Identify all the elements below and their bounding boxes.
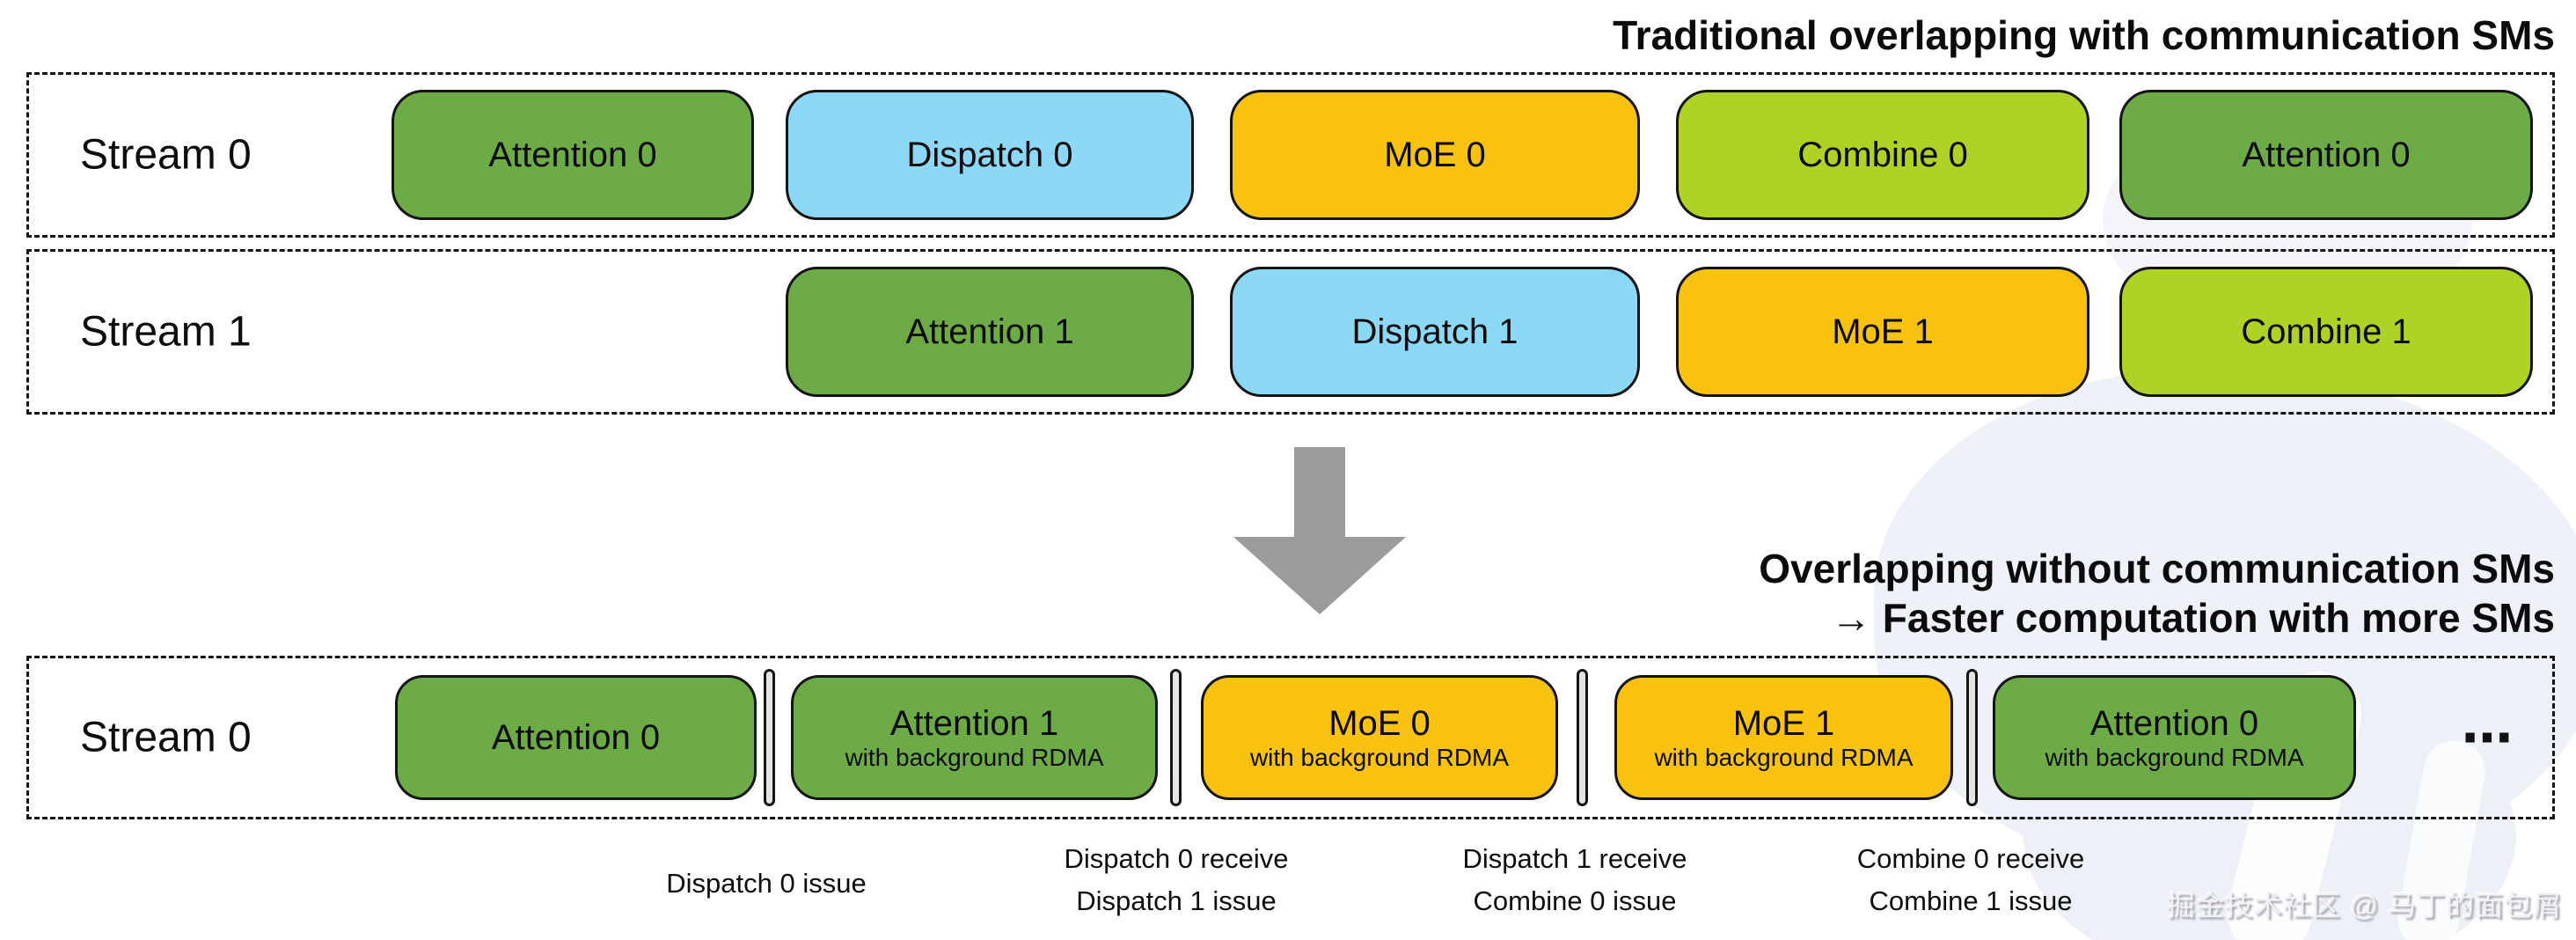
task-block-label: Combine 0 <box>1797 136 1968 174</box>
task-block-label: MoE 1 <box>1732 703 1835 743</box>
task-block-label: Attention 0 <box>491 718 661 757</box>
annotation-line: Dispatch 0 receive <box>1064 843 1289 874</box>
stream-sync-separator <box>764 669 775 806</box>
stream-sync-separator <box>1170 669 1182 806</box>
task-block-label: Dispatch 0 <box>906 136 1073 174</box>
annotation-line: Combine 0 receive <box>1856 843 2085 874</box>
bottom-section-title-line2: → Faster computation with more SMs <box>1831 595 2555 641</box>
continuation-ellipsis: ⋯ <box>2462 709 2516 767</box>
task-block-dispatch0: Dispatch 0 <box>786 90 1194 220</box>
task-block-label: Attention 0 <box>2242 136 2411 174</box>
top-section-title: Traditional overlapping with communicati… <box>1613 12 2555 58</box>
annotation-line: Dispatch 1 issue <box>1076 885 1277 916</box>
down-arrow-icon <box>1294 447 1345 539</box>
community-watermark-text: 掘金技术社区 @ 马丁的面包屑 <box>2166 890 2562 922</box>
task-block-sublabel: with background RDMA <box>845 743 1104 771</box>
task-block-moe0: MoE 0 <box>1230 90 1640 220</box>
annotation-line: Dispatch 0 issue <box>666 868 867 899</box>
task-block-label: MoE 0 <box>1328 703 1431 743</box>
stream-label: Stream 0 <box>80 714 252 761</box>
task-block-label: Attention 0 <box>488 136 657 174</box>
stream-label: Stream 1 <box>80 308 252 356</box>
annotation-dispatch0-issue: Dispatch 0 issue <box>555 863 977 905</box>
task-block-attention1-rdma: Attention 1 with background RDMA <box>791 675 1158 800</box>
annotation-dispatch1-receive: Dispatch 1 receive Combine 0 issue <box>1364 838 1786 922</box>
task-block-attention0-rdma: Attention 0 with background RDMA <box>1993 675 2356 800</box>
traditional-stream1-lane: Stream 1 Attention 1 Dispatch 1 MoE 1 Co… <box>26 249 2555 415</box>
task-block-label: MoE 1 <box>1832 312 1934 351</box>
annotation-dispatch0-receive: Dispatch 0 receive Dispatch 1 issue <box>965 838 1387 922</box>
bottom-section-title: Overlapping without communication SMs → … <box>1759 544 2555 643</box>
stream-label: Stream 0 <box>80 131 252 179</box>
task-block-attention0-next: Attention 0 <box>2119 90 2533 220</box>
annotation-line: Combine 0 issue <box>1473 885 1677 916</box>
task-block-sublabel: with background RDMA <box>1654 743 1914 771</box>
task-block-label: MoE 0 <box>1384 136 1486 174</box>
task-block-dispatch1: Dispatch 1 <box>1230 267 1640 397</box>
task-block-label: Attention 0 <box>2089 703 2259 743</box>
task-block-attention1: Attention 1 <box>786 267 1194 397</box>
task-block-label: Combine 1 <box>2241 312 2411 351</box>
traditional-stream0-lane: Stream 0 Attention 0 Dispatch 0 MoE 0 Co… <box>26 72 2555 238</box>
task-block-label: Dispatch 1 <box>1351 312 1519 351</box>
annotation-line: Combine 1 issue <box>1869 885 2073 916</box>
task-block-attention0: Attention 0 <box>395 675 757 800</box>
task-block-sublabel: with background RDMA <box>2045 743 2304 771</box>
down-arrow-icon <box>1233 537 1406 614</box>
task-block-moe1-rdma: MoE 1 with background RDMA <box>1614 675 1953 800</box>
stream-sync-separator <box>1966 669 1978 806</box>
bottom-section-title-line1: Overlapping without communication SMs <box>1759 546 2555 591</box>
task-block-moe0-rdma: MoE 0 with background RDMA <box>1201 675 1558 800</box>
task-block-label: Attention 1 <box>905 312 1074 351</box>
annotation-combine0-receive: Combine 0 receive Combine 1 issue <box>1760 838 2182 922</box>
annotation-line: Dispatch 1 receive <box>1462 843 1687 874</box>
task-block-label: Attention 1 <box>889 703 1059 743</box>
stream-sync-separator <box>1577 669 1588 806</box>
task-block-combine1: Combine 1 <box>2119 267 2533 397</box>
task-block-moe1: MoE 1 <box>1676 267 2089 397</box>
task-block-sublabel: with background RDMA <box>1249 743 1510 771</box>
task-block-attention0: Attention 0 <box>392 90 754 220</box>
task-block-combine0: Combine 0 <box>1676 90 2089 220</box>
overlapped-stream0-lane: Stream 0 Attention 0 Attention 1 with ba… <box>26 656 2555 819</box>
